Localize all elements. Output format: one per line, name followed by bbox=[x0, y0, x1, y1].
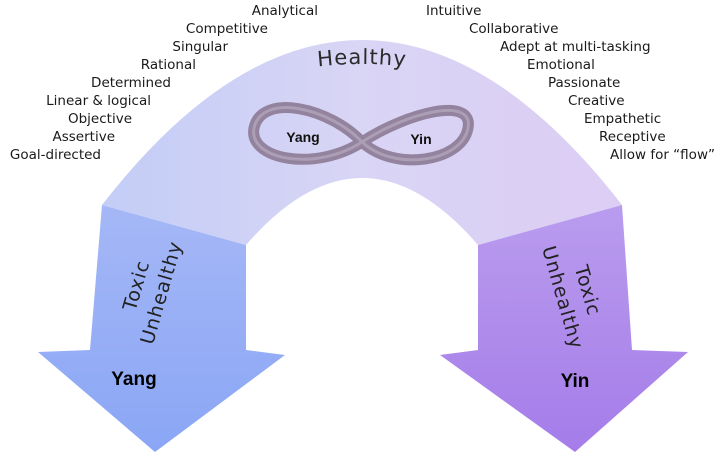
yin-trait-item: Creative bbox=[568, 93, 625, 109]
yang-trait-item: Assertive bbox=[52, 129, 116, 145]
infinity-icon bbox=[248, 102, 474, 166]
yang-trait-item: Determined bbox=[91, 75, 171, 91]
left-arrow-yang-label: Yang bbox=[111, 369, 156, 390]
yang-trait-item: Singular bbox=[172, 39, 228, 55]
yin-trait-item: Collaborative bbox=[469, 21, 559, 37]
yang-trait-item: Competitive bbox=[185, 21, 268, 37]
right-unhealthy-arrow bbox=[440, 205, 688, 452]
yang-trait-item: Rational bbox=[140, 57, 196, 73]
yang-trait-item: Linear & logical bbox=[46, 93, 151, 109]
yin-trait-item: Emotional bbox=[527, 57, 595, 73]
yin-trait-item: Receptive bbox=[599, 129, 666, 145]
right-arrow-yin-label: Yin bbox=[561, 371, 590, 392]
yin-trait-item: Allow for “flow” bbox=[610, 147, 715, 163]
left-unhealthy-arrow bbox=[38, 205, 285, 452]
yin-trait-item: Intuitive bbox=[426, 3, 482, 19]
yin-trait-item: Passionate bbox=[548, 75, 621, 91]
yang-trait-item: Goal-directed bbox=[9, 147, 101, 163]
yin-trait-item: Empathetic bbox=[584, 111, 662, 127]
yin-trait-item: Adept at multi-tasking bbox=[500, 39, 651, 55]
infinity-yang-label: Yang bbox=[286, 129, 319, 145]
yang-trait-item: Analytical bbox=[251, 3, 318, 19]
yang-trait-item: Objective bbox=[67, 111, 132, 127]
healthy-label: Healthy bbox=[316, 45, 408, 71]
infinity-yin-label: Yin bbox=[410, 131, 431, 147]
